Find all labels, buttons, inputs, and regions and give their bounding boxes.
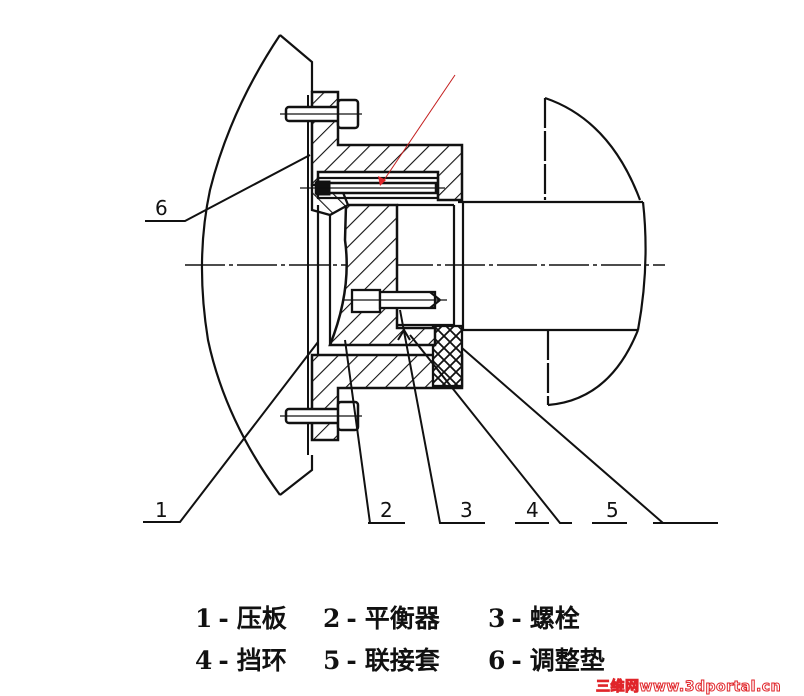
legend-name: 调整垫 bbox=[529, 646, 605, 675]
legend-name: 螺栓 bbox=[529, 604, 580, 633]
legend-item-1: 1-压板 bbox=[195, 598, 323, 640]
part-label-3: 3 bbox=[460, 498, 473, 522]
right-shaft bbox=[452, 96, 647, 407]
balancer-cross-section-drawing: 6 1 2 3 4 5 bbox=[143, 34, 718, 524]
part-label-5: 5 bbox=[606, 498, 619, 522]
balance-bolt bbox=[300, 180, 445, 196]
bolt-3 bbox=[343, 288, 447, 314]
legend-item-5: 5-联接套 bbox=[323, 640, 488, 682]
legend-name: 联接套 bbox=[364, 646, 440, 675]
legend-separator: - bbox=[346, 646, 357, 675]
legend-item-4: 4-挡环 bbox=[195, 640, 323, 682]
legend-name: 挡环 bbox=[236, 646, 287, 675]
legend-row-2: 4-挡环 5-联接套 6-调整垫 bbox=[195, 640, 655, 682]
legend-separator: - bbox=[218, 646, 229, 675]
coupling-sleeve bbox=[431, 324, 464, 388]
part-label-4: 4 bbox=[526, 498, 539, 522]
legend-number: 3 bbox=[488, 604, 506, 633]
legend-separator: - bbox=[346, 604, 357, 633]
legend-number: 6 bbox=[488, 646, 506, 675]
legend-name: 平衡器 bbox=[364, 604, 440, 633]
parts-legend: 1-压板 2-平衡器 3-螺栓 4-挡环 5-联接套 6-调整垫 bbox=[195, 598, 655, 682]
legend-separator: - bbox=[511, 646, 522, 675]
legend-number: 2 bbox=[323, 604, 341, 633]
part-label-1: 1 bbox=[155, 498, 168, 522]
part-label-6: 6 bbox=[155, 196, 168, 220]
legend-name: 压板 bbox=[236, 604, 287, 633]
leader-lines bbox=[143, 154, 718, 524]
fixing-bolt-upper bbox=[280, 98, 362, 130]
legend-item-6: 6-调整垫 bbox=[488, 640, 605, 682]
legend-item-3: 3-螺栓 bbox=[488, 598, 580, 640]
watermark: 三维网www.3dportal.cn bbox=[595, 679, 782, 696]
legend-separator: - bbox=[218, 604, 229, 633]
legend-separator: - bbox=[511, 604, 522, 633]
legend-item-2: 2-平衡器 bbox=[323, 598, 488, 640]
annotation-arrow bbox=[378, 74, 456, 186]
legend-number: 1 bbox=[195, 604, 213, 633]
legend-number: 5 bbox=[323, 646, 341, 675]
legend-row-1: 1-压板 2-平衡器 3-螺栓 bbox=[195, 598, 655, 640]
fixing-bolt-lower bbox=[280, 400, 362, 432]
legend-number: 4 bbox=[195, 646, 213, 675]
part-label-2: 2 bbox=[380, 498, 393, 522]
